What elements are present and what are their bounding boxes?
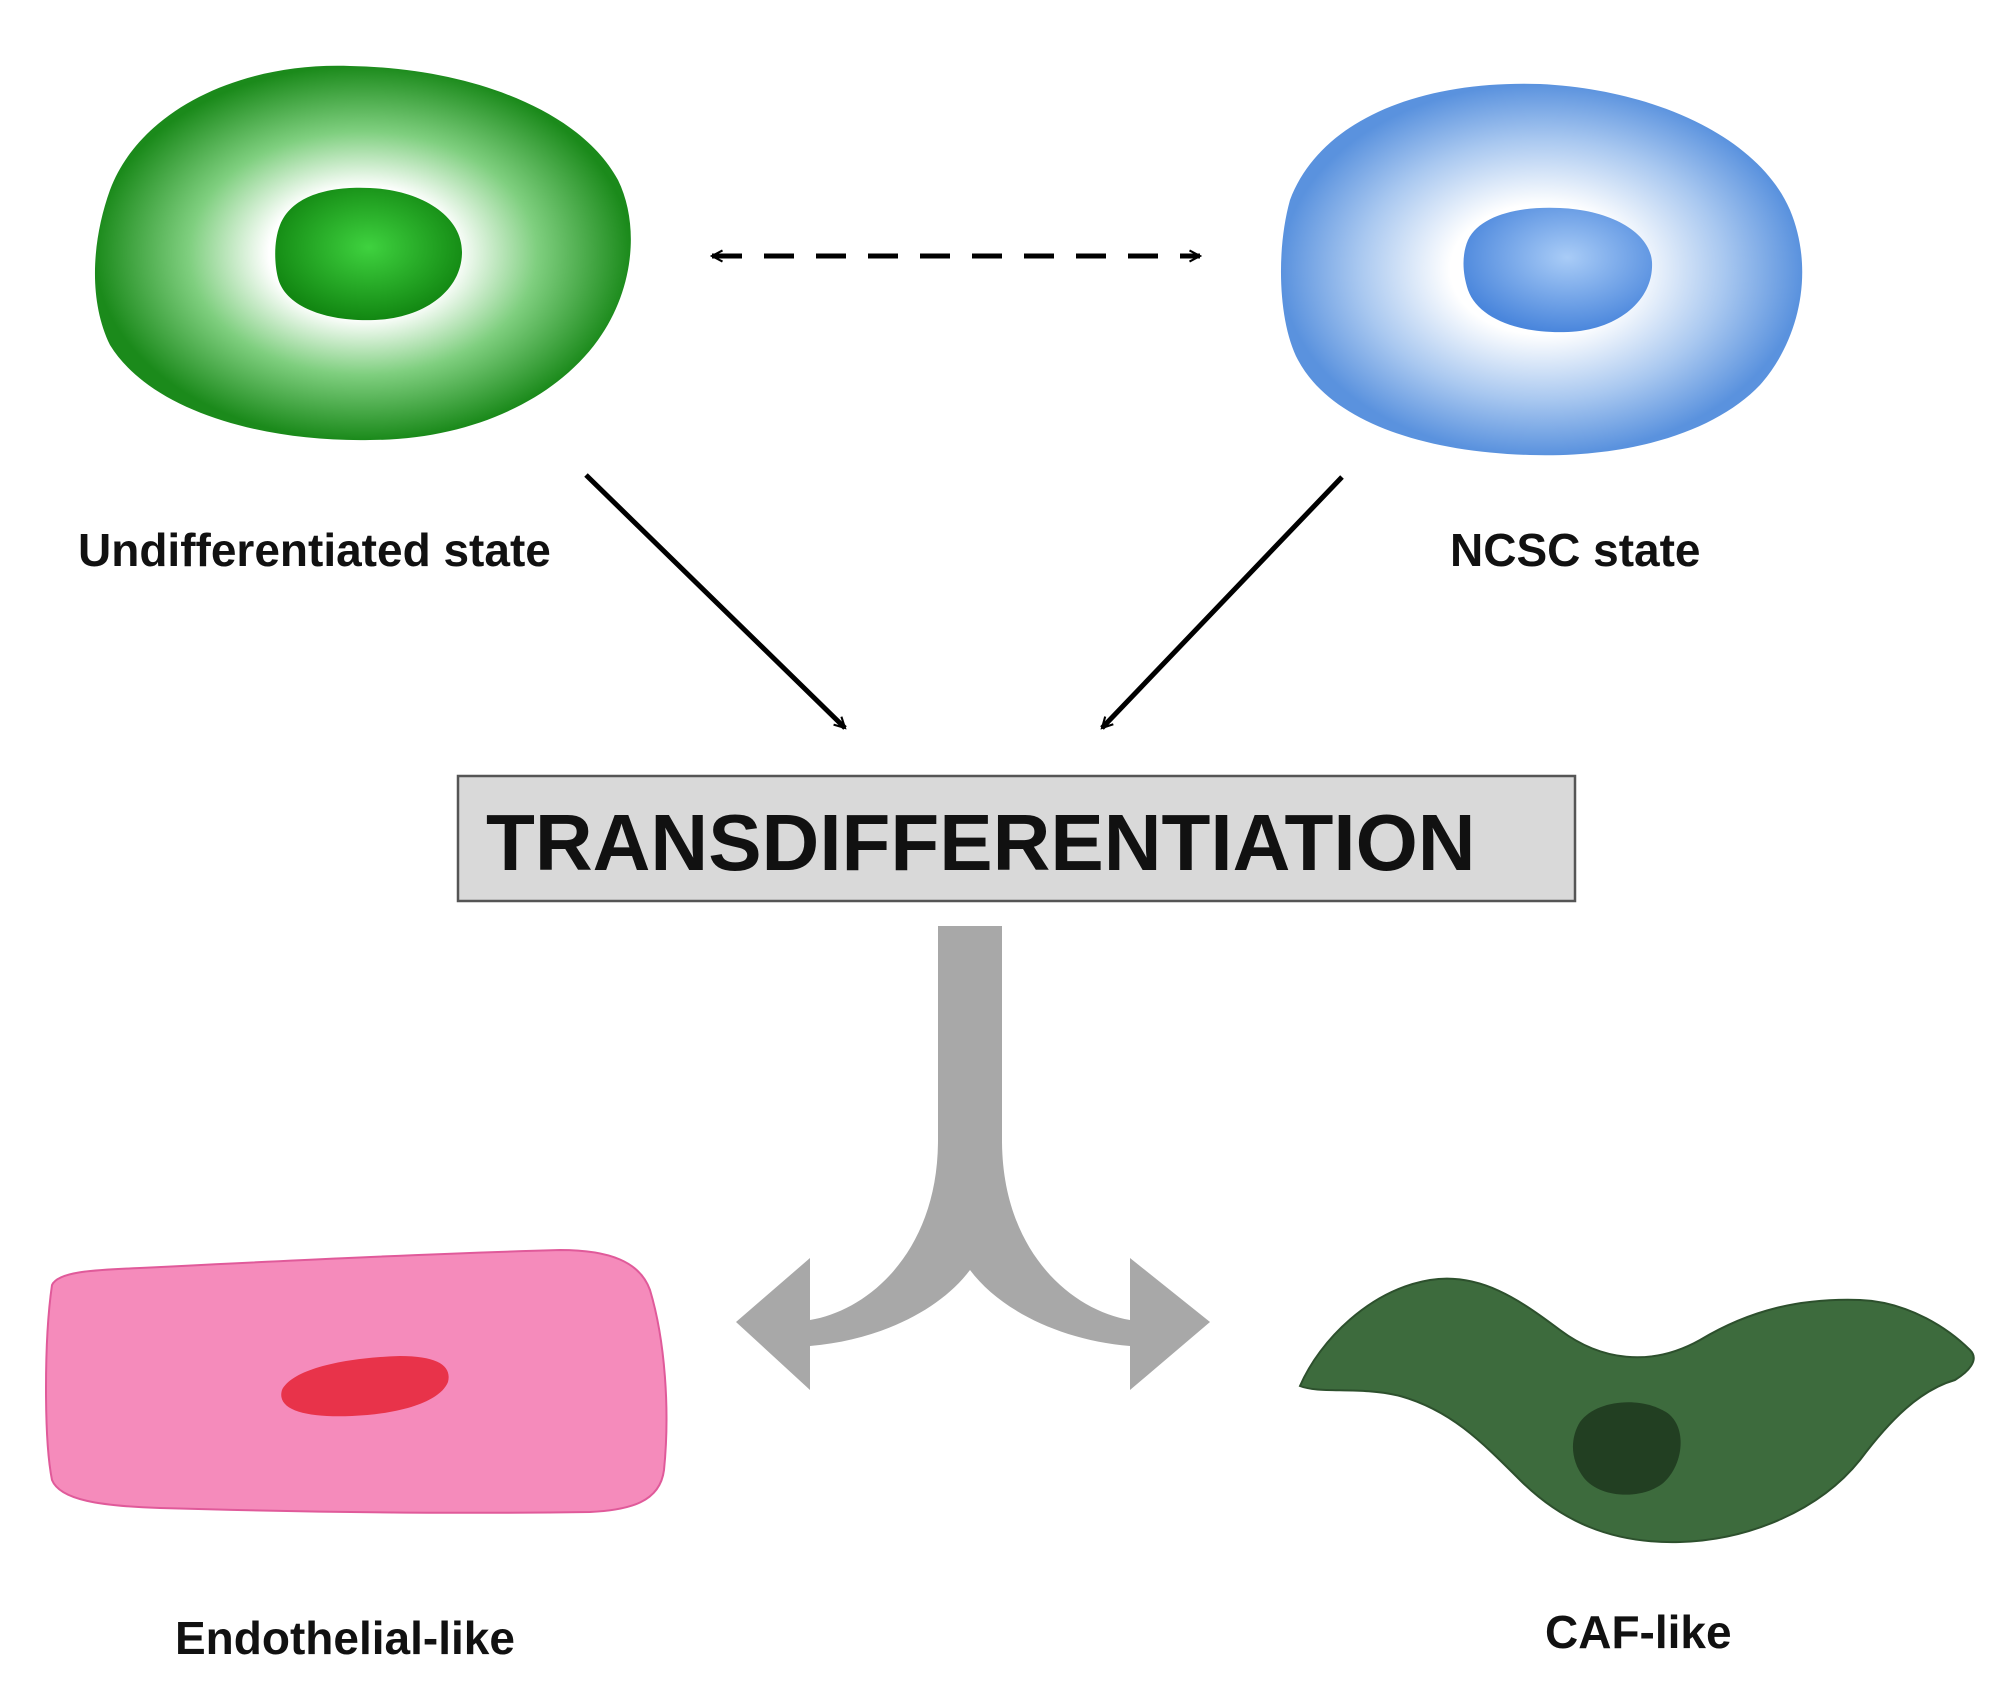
ncsc-cell bbox=[1280, 83, 1803, 456]
caf-like-cell bbox=[1298, 1277, 1975, 1544]
undifferentiated-cell-nucleus bbox=[275, 187, 462, 321]
endothelial-like-cell bbox=[45, 1248, 668, 1514]
split-arrow bbox=[736, 926, 1210, 1390]
endothelial-cell-nucleus bbox=[281, 1356, 449, 1417]
transdifferentiation-label: TRANSDIFFERENTIATION bbox=[486, 798, 1476, 887]
ncsc-state-label: NCSC state bbox=[1450, 524, 1701, 576]
caf-cell-nucleus bbox=[1572, 1402, 1681, 1495]
ncsc-cell-nucleus bbox=[1463, 207, 1653, 333]
caf-like-label: CAF-like bbox=[1545, 1606, 1732, 1658]
arrow-undifferentiated-to-process bbox=[584, 473, 847, 730]
transdifferentiation-box: TRANSDIFFERENTIATION bbox=[456, 774, 1577, 903]
undifferentiated-cell bbox=[94, 65, 631, 441]
arrow-ncsc-to-process bbox=[1100, 475, 1344, 730]
endothelial-like-label: Endothelial-like bbox=[175, 1612, 515, 1664]
undifferentiated-state-label: Undifferentiated state bbox=[78, 524, 551, 576]
